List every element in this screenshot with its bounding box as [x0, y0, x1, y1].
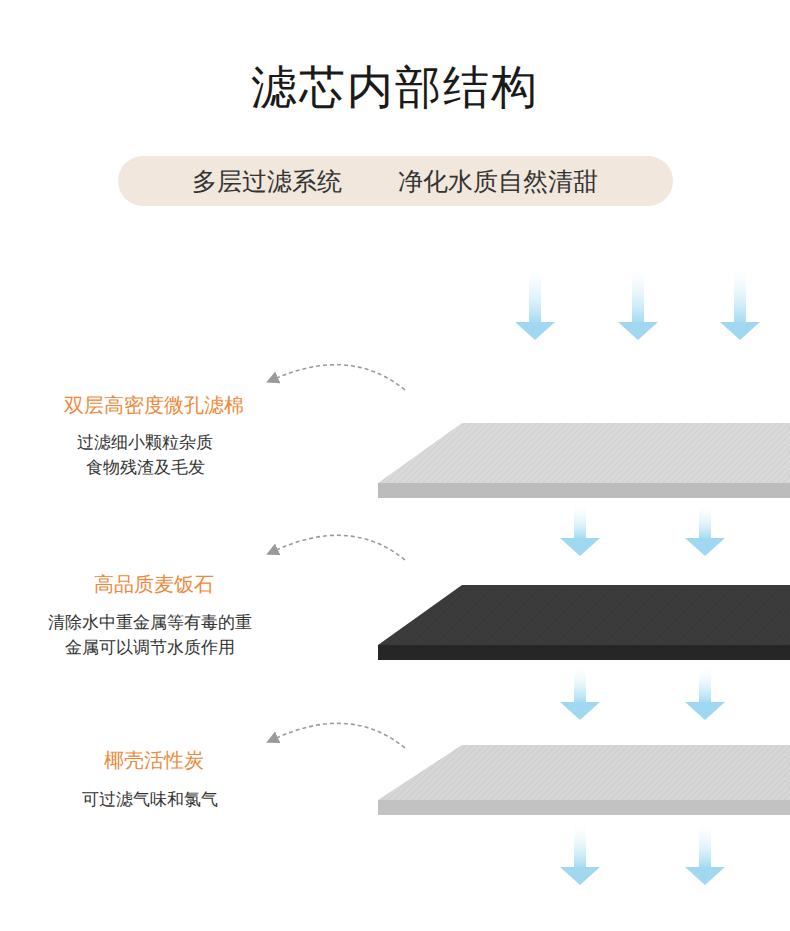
layer-description: 清除水中重金属等有毒的重 金属可以调节水质作用: [19, 610, 281, 661]
layer-description: 可过滤气味和氯气: [19, 787, 281, 813]
filter-layers: [378, 423, 790, 815]
layer-name: 双层高密度微孔滤棉: [4, 390, 304, 420]
layer-name: 高品质麦饭石: [4, 569, 304, 599]
subtitle-text: 多层过滤系统: [192, 165, 342, 198]
layer-description: 过滤细小颗粒杂质 食物残渣及毛发: [65, 430, 225, 481]
subtitle-pill: 多层过滤系统 净化水质自然清甜: [118, 156, 673, 206]
subtitle-text: 净化水质自然清甜: [398, 165, 598, 198]
diagram-title: 滤芯内部结构: [251, 57, 539, 119]
leader-arrows: [272, 365, 405, 748]
layer-name: 椰壳活性炭: [4, 745, 304, 775]
